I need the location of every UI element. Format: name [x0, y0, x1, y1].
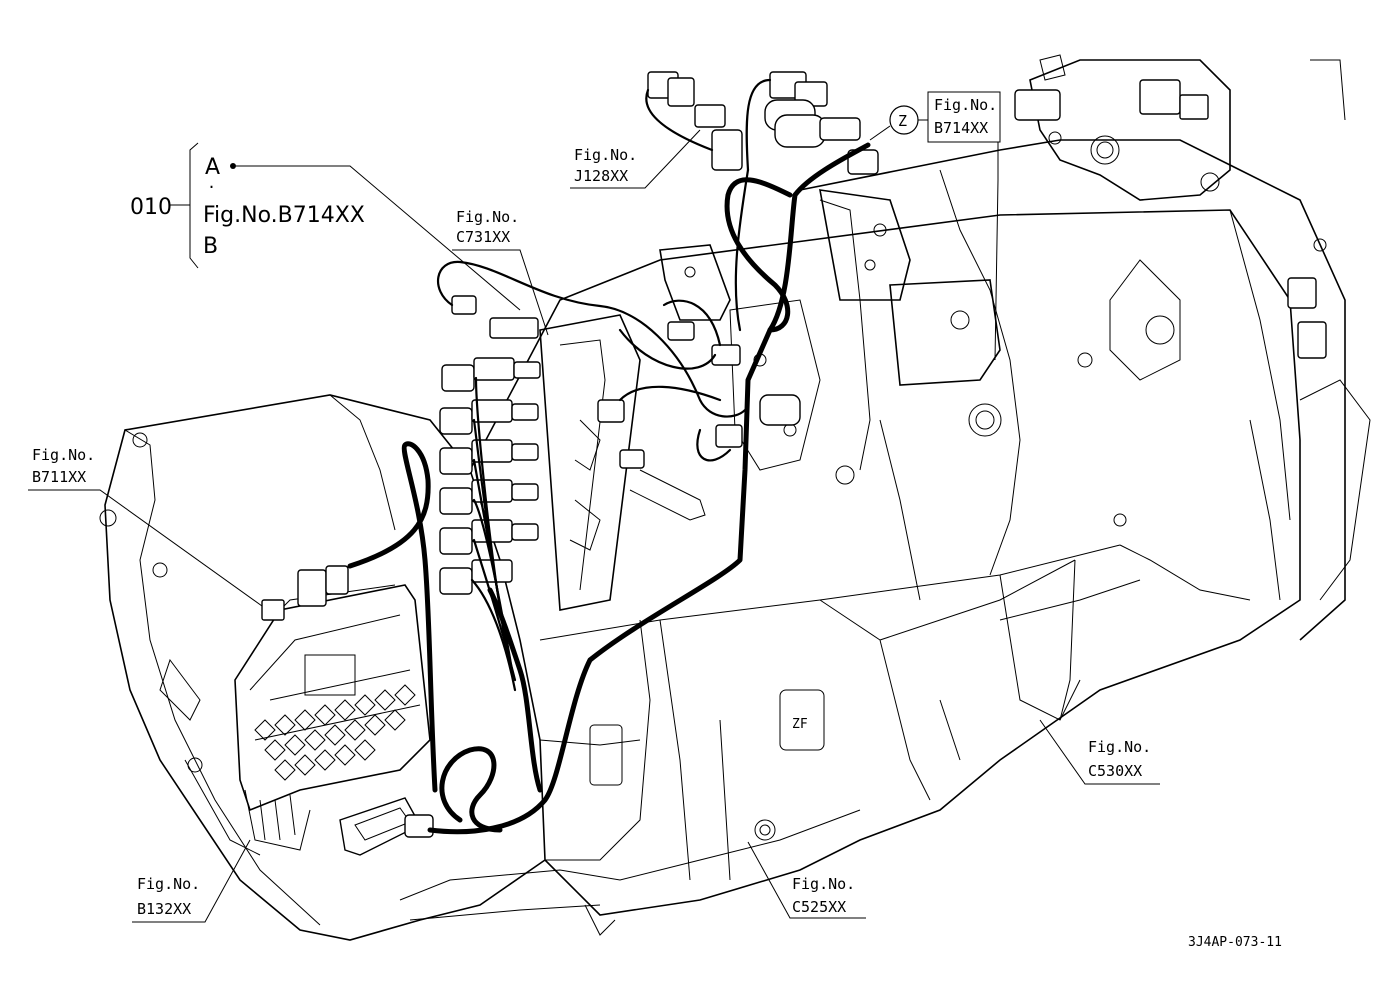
callout-b132[interactable]: Fig.No. B132XX — [132, 839, 251, 923]
tcu-honeycomb-grid — [254, 684, 416, 781]
title-block: 010 A · Fig.No.B714XX B — [130, 142, 521, 311]
callout-label-line1: Fig.No. — [1088, 738, 1151, 756]
callout-b711[interactable]: Fig.No. B711XX — [28, 446, 263, 607]
callout-label-line1: Fig.No. — [456, 208, 519, 226]
title-dot: · — [207, 178, 216, 196]
callout-c530[interactable]: Fig.No. C530XX — [1039, 719, 1160, 785]
callout-label-line1: Fig.No. — [137, 875, 200, 893]
title-reference: Fig.No.B714XX — [203, 203, 365, 228]
title-top-letter: A — [205, 155, 220, 180]
zf-logo: ZF — [792, 717, 808, 732]
callout-label-line1: Fig.No. — [792, 875, 855, 893]
callout-label-line1: Fig.No. — [934, 96, 997, 114]
callout-c731[interactable]: Fig.No. C731XX — [452, 208, 549, 336]
drawing-number: 3J4AP-073-11 — [1188, 935, 1282, 950]
title-bottom-letter: B — [203, 234, 218, 259]
view-marker-letter: Z — [898, 112, 907, 130]
wiring-harness — [347, 78, 871, 835]
callout-c525[interactable]: Fig.No. C525XX — [747, 841, 866, 919]
callout-label-line2: C731XX — [456, 228, 510, 246]
callout-label-line1: Fig.No. — [32, 446, 95, 464]
upper-connectors — [261, 71, 879, 856]
callout-b714[interactable]: Fig.No. B714XX Z — [869, 91, 1001, 361]
callout-label-line2: C530XX — [1088, 762, 1142, 780]
callout-label-line2: B711XX — [32, 468, 86, 486]
title-index: 010 — [130, 195, 172, 220]
title-bracket — [189, 142, 199, 269]
callout-label-line2: J128XX — [574, 167, 628, 185]
callout-label-line2: C525XX — [792, 898, 846, 916]
callout-j128[interactable]: Fig.No. J128XX — [570, 129, 701, 189]
solenoid-valve-stack — [439, 317, 541, 595]
callout-label-line1: Fig.No. — [574, 146, 637, 164]
transmission-housing: ZF — [99, 54, 1371, 941]
callout-label-line2: B714XX — [934, 119, 988, 137]
leader-dot-a — [230, 163, 236, 169]
callout-label-line2: B132XX — [137, 900, 191, 918]
callout-frame — [927, 91, 1001, 143]
